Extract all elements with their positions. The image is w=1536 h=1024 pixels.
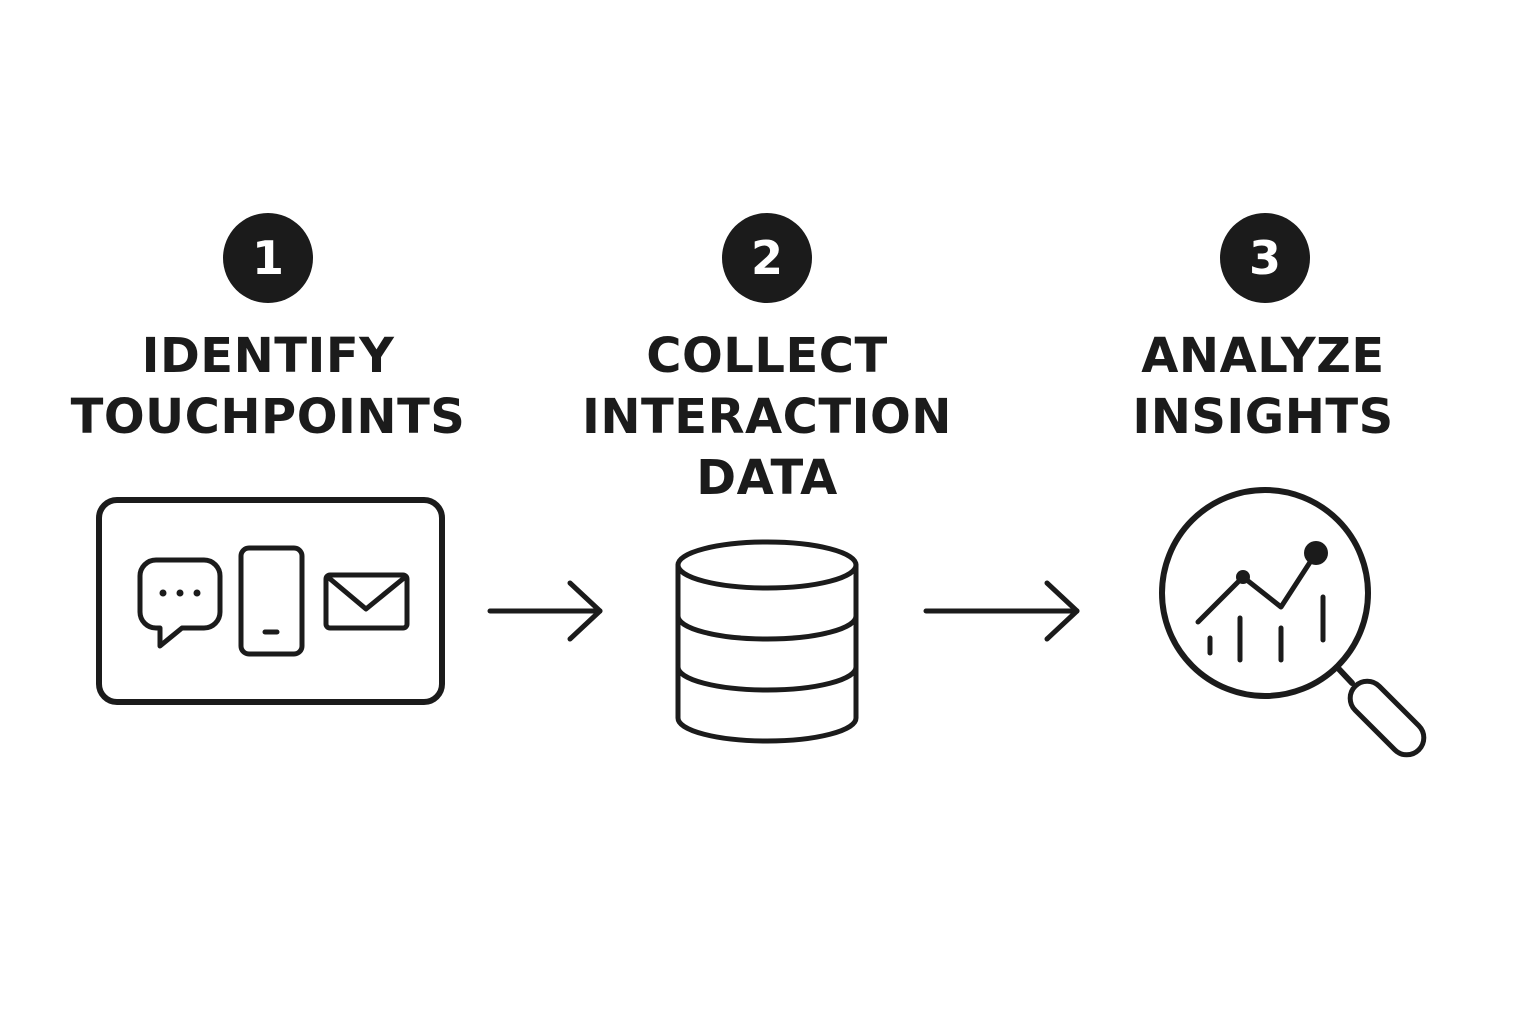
step-2-badge: 2 [722, 213, 812, 303]
database-icon [675, 539, 859, 744]
magnifier-chart-icon [1159, 487, 1427, 758]
step-2-number: 2 [750, 231, 783, 285]
envelope-icon [323, 572, 410, 631]
touchpoints-panel-icon [96, 497, 445, 705]
step-3-badge: 3 [1220, 213, 1310, 303]
step-1-badge: 1 [223, 213, 313, 303]
step-2-title: COLLECT INTERACTION DATA [567, 326, 967, 509]
step-1-number: 1 [251, 231, 284, 285]
arrow-right-icon [923, 580, 1080, 642]
step-3-title-line: INSIGHTS [1132, 389, 1394, 445]
arrow-right-icon [487, 580, 603, 642]
step-2-title-line: COLLECT [646, 328, 888, 384]
step-3-title: ANALYZE INSIGHTS [1063, 326, 1463, 448]
step-1-title-line: IDENTIFY [141, 328, 395, 384]
step-2-title-line: INTERACTION [582, 389, 952, 445]
step-3-title-line: ANALYZE [1141, 328, 1385, 384]
smartphone-icon [238, 545, 305, 657]
chat-bubble-icon [137, 557, 223, 649]
step-1-title: IDENTIFY TOUCHPOINTS [68, 326, 468, 448]
step-2-title-line: DATA [696, 450, 838, 506]
step-3-number: 3 [1248, 231, 1281, 285]
step-1-title-line: TOUCHPOINTS [70, 389, 466, 445]
